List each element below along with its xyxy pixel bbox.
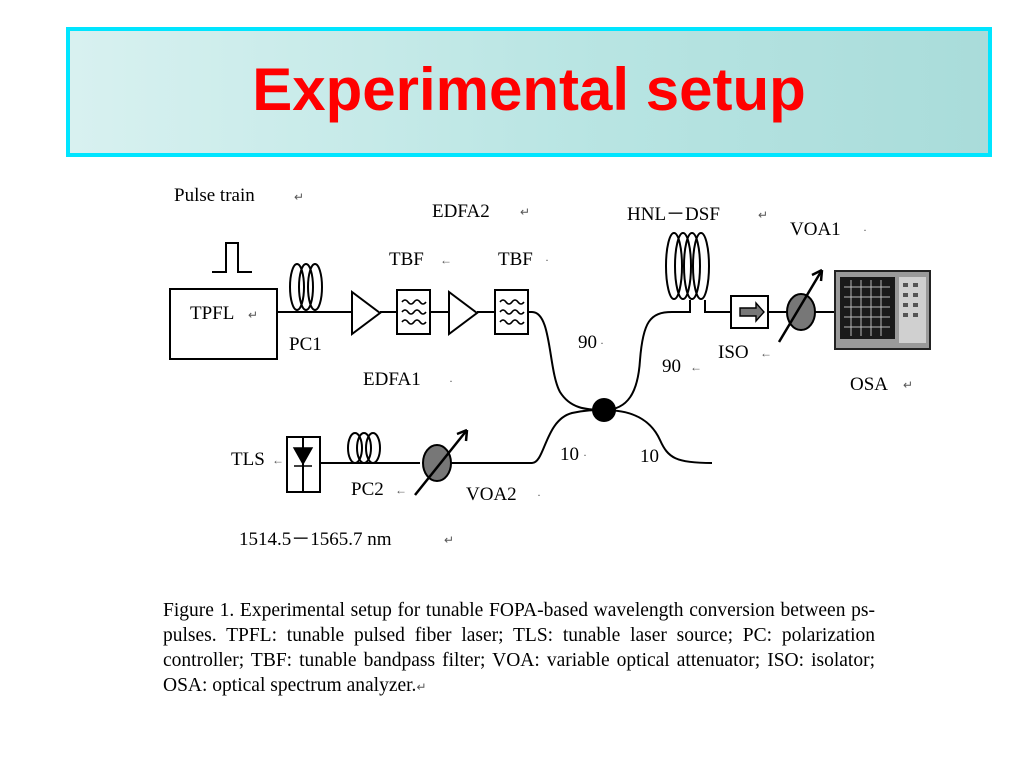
tls-label: TLS — [231, 449, 265, 470]
tpfl-box — [169, 288, 278, 360]
pulse-train-label: Pulse train — [174, 185, 255, 206]
voa2-label: VOA2 — [466, 484, 517, 505]
pc1-label: PC1 — [289, 334, 322, 355]
return-mark: ↵ — [444, 533, 454, 547]
arrow-mark: ← — [272, 453, 284, 467]
edfa1-triangle — [351, 290, 382, 336]
return-mark: ↵ — [903, 378, 913, 392]
osa-label: OSA — [850, 374, 888, 395]
iso-label: ISO — [718, 342, 749, 363]
coupler-dot — [592, 398, 616, 422]
coupler-10-in-label: 10 — [560, 444, 579, 465]
hnl-dsf-coil — [665, 232, 710, 300]
tbf2-box — [494, 289, 529, 335]
edfa1-label: EDFA1 — [363, 369, 421, 390]
wavelength-range-label: 1514.5－1565.7 nm — [239, 529, 392, 550]
tbf1-box — [396, 289, 431, 335]
pc2-loops — [347, 432, 381, 464]
caption-return-mark: ↵ — [416, 680, 427, 694]
arrow-mark: ← — [760, 346, 772, 360]
tpfl-label: TPFL — [190, 303, 234, 324]
figure-caption: Figure 1. Experimental setup for tunable… — [163, 598, 875, 700]
tbf2-label: TBF — [498, 249, 533, 270]
arrow-mark: ← — [440, 253, 452, 267]
title-banner: Experimental setup — [66, 27, 992, 157]
fiber-10-in — [498, 409, 605, 464]
pc2-label: PC2 — [351, 479, 384, 500]
dot-mark: · — [600, 336, 604, 350]
pulse-symbol — [212, 242, 252, 273]
dot-mark: · — [537, 488, 541, 502]
tbf1-label: TBF — [389, 249, 424, 270]
dot-mark: · — [449, 374, 453, 388]
voa1-ellipse — [786, 293, 816, 331]
fiber-90-out — [603, 311, 673, 411]
coupler-10-out-label: 10 — [640, 446, 659, 467]
dot-mark: · — [545, 253, 549, 267]
arrow-mark: ← — [690, 360, 702, 374]
slide-title: Experimental setup — [252, 55, 806, 123]
pc1-loops — [289, 263, 323, 311]
fiber-10-out — [603, 409, 713, 464]
voa1-label: VOA1 — [790, 219, 841, 240]
caption-text: Figure 1. Experimental setup for tunable… — [163, 600, 875, 696]
dot-mark: · — [583, 448, 587, 462]
return-mark: ↵ — [248, 308, 258, 322]
coupler-90-in-label: 90 — [578, 332, 597, 353]
coupler-90-out-label: 90 — [662, 356, 681, 377]
hnl-dsf-label: HNL－DSF — [627, 204, 720, 225]
return-mark: ↵ — [520, 205, 530, 219]
voa2-ellipse — [422, 444, 452, 482]
edfa2-triangle — [448, 290, 479, 336]
dot-mark: · — [863, 223, 867, 237]
arrow-mark: ← — [395, 483, 407, 497]
fiber-90-in — [531, 311, 605, 411]
return-mark: ↵ — [294, 190, 304, 204]
osa-icon — [834, 270, 931, 350]
edfa2-label: EDFA2 — [432, 201, 490, 222]
return-mark: ↵ — [758, 208, 768, 222]
